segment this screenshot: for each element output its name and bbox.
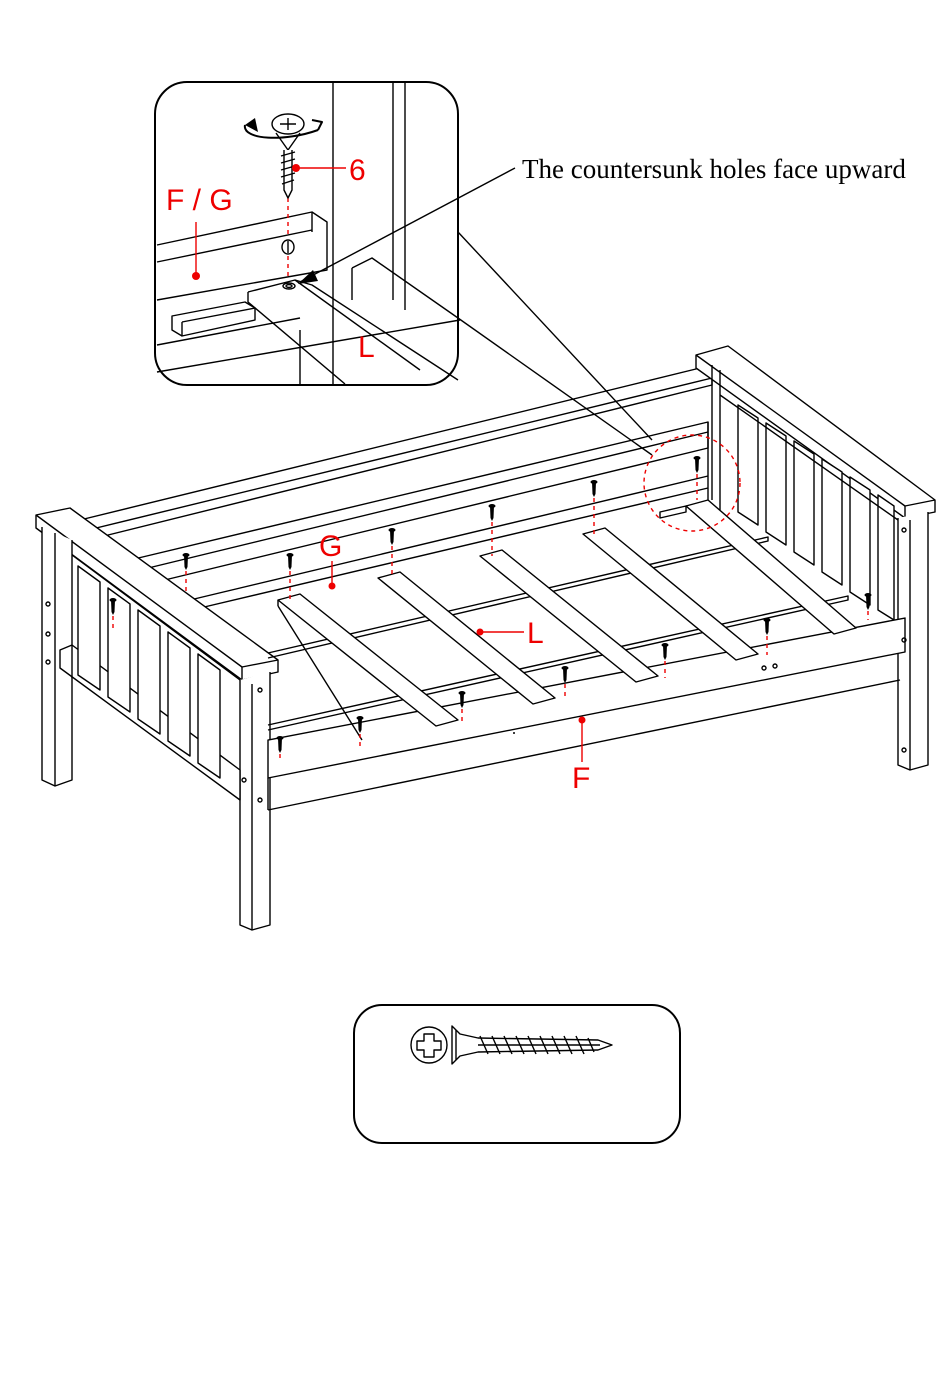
screw-icon (411, 1026, 612, 1064)
slat-label: L (527, 617, 544, 650)
hardware-box (354, 1005, 680, 1143)
screw-icon (489, 504, 496, 556)
detail-screw-label: 6 (349, 154, 366, 187)
detail-rail-label: F / G (166, 184, 233, 217)
screw-turning-icon (245, 114, 322, 198)
detail-slat-label: L (358, 331, 375, 364)
rail-back-label: G (319, 530, 342, 563)
screw-icon (591, 480, 598, 535)
rail-front-label: F (572, 762, 590, 795)
detail-inset: 6 F / G L (155, 82, 460, 385)
countersink-note: The countersunk holes face upward (522, 154, 906, 184)
screw-icon (389, 528, 396, 578)
magnify-lines (458, 232, 652, 455)
countersink-callout: The countersunk holes face upward (298, 154, 906, 284)
bed-frame (36, 346, 935, 930)
